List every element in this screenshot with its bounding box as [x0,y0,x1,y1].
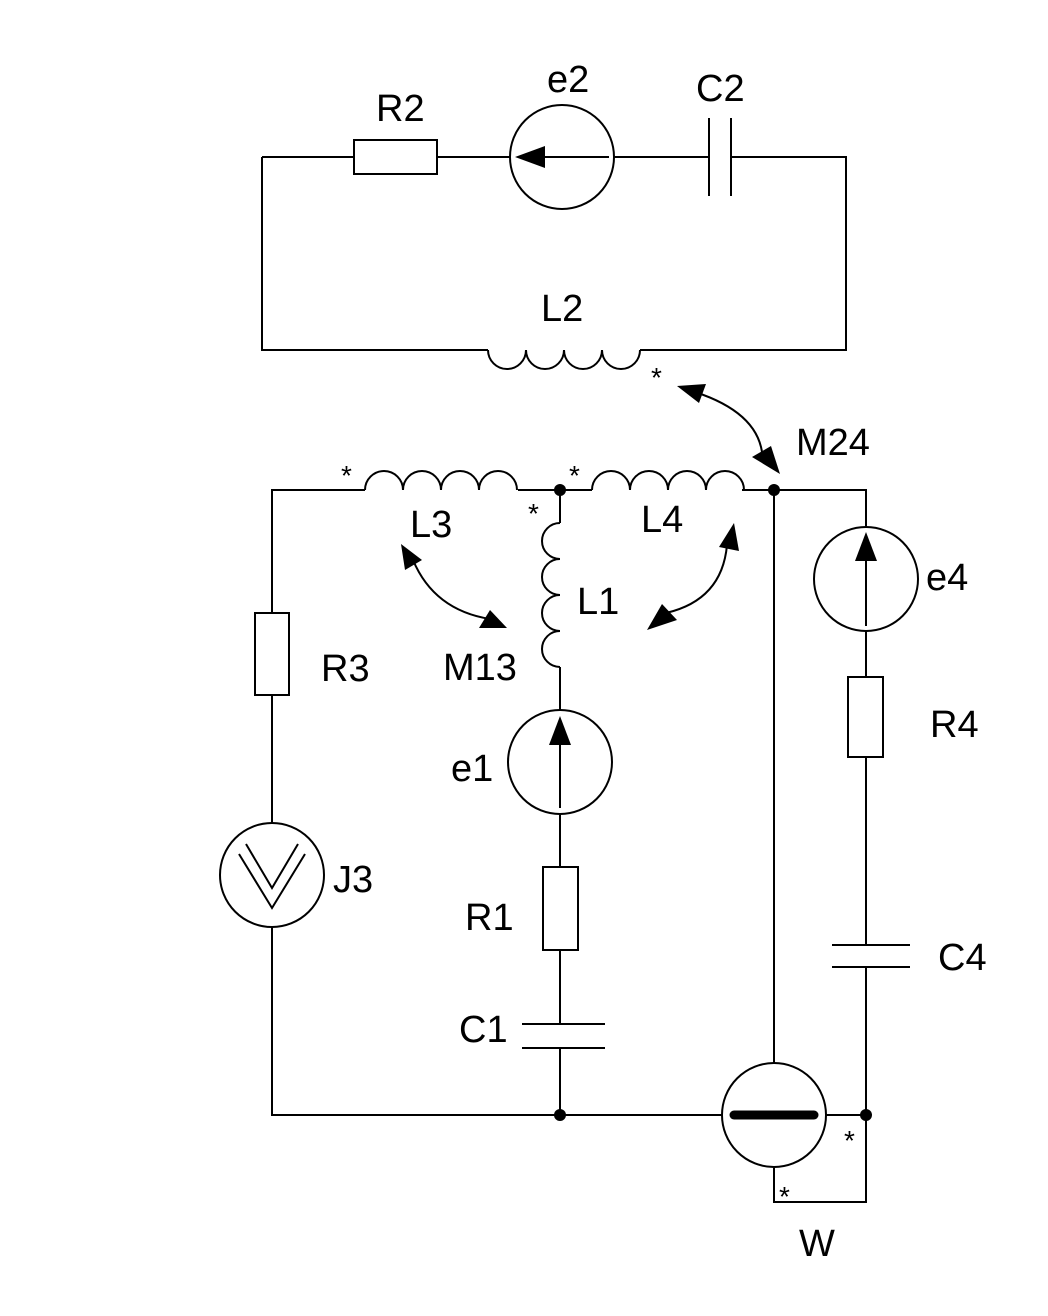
inductor-l1 [541,522,561,668]
arrow-up-icon [549,716,571,745]
label-e1: e1 [451,748,493,790]
label-m24: M24 [796,422,870,464]
source-e2 [509,104,615,210]
inductor-l2 [487,349,641,370]
label-j3: J3 [333,859,373,901]
junction-dot [554,1109,566,1121]
source-e1 [507,709,613,815]
label-l1: L1 [577,581,619,623]
label-c2: C2 [696,68,745,110]
polarity-mark: * [844,1125,855,1156]
capacitor-c2 [708,118,732,196]
source-e4 [813,526,919,632]
junction-dot [768,484,780,496]
top-loop [261,104,847,370]
label-r3: R3 [321,648,370,690]
resistor-r4 [847,676,884,758]
capacitor-c4 [832,944,910,968]
label-c1: C1 [459,1009,508,1051]
capacitor-c1 [522,1023,605,1049]
current-source-j3 [219,822,325,928]
resistor-r3 [254,612,290,696]
label-e2: e2 [547,59,589,101]
polarity-mark: * [651,362,662,393]
label-l2: L2 [541,288,583,330]
polarity-mark: * [569,460,580,491]
arrow-up-icon [855,532,877,561]
label-r1: R1 [465,897,514,939]
junction-dot [554,484,566,496]
junction-dot [860,1109,872,1121]
label-w: W [799,1223,835,1265]
polarity-mark: * [779,1181,790,1212]
label-r2: R2 [376,88,425,130]
resistor-r2 [353,139,438,175]
chevron-down-icon [238,843,306,910]
inductor-l3 [364,470,518,491]
polarity-mark: * [528,498,539,529]
lower-circuit [219,470,919,1203]
label-e4: e4 [926,557,968,599]
label-l4: L4 [641,499,683,541]
resistor-r1 [542,866,579,951]
wattmeter-w [721,1062,827,1168]
label-r4: R4 [930,704,979,746]
top-loop-wires [261,156,847,351]
inductor-l4 [591,470,745,491]
polarity-mark: * [341,460,352,491]
label-c4: C4 [938,937,987,979]
label-m13: M13 [443,647,517,689]
mutual-arrow-m13 [401,544,507,628]
label-l3: L3 [410,504,452,546]
mutual-arrow-l1-l4 [647,523,739,630]
mutual-arrow-m24 [677,384,780,474]
arrow-left-icon [515,146,545,168]
